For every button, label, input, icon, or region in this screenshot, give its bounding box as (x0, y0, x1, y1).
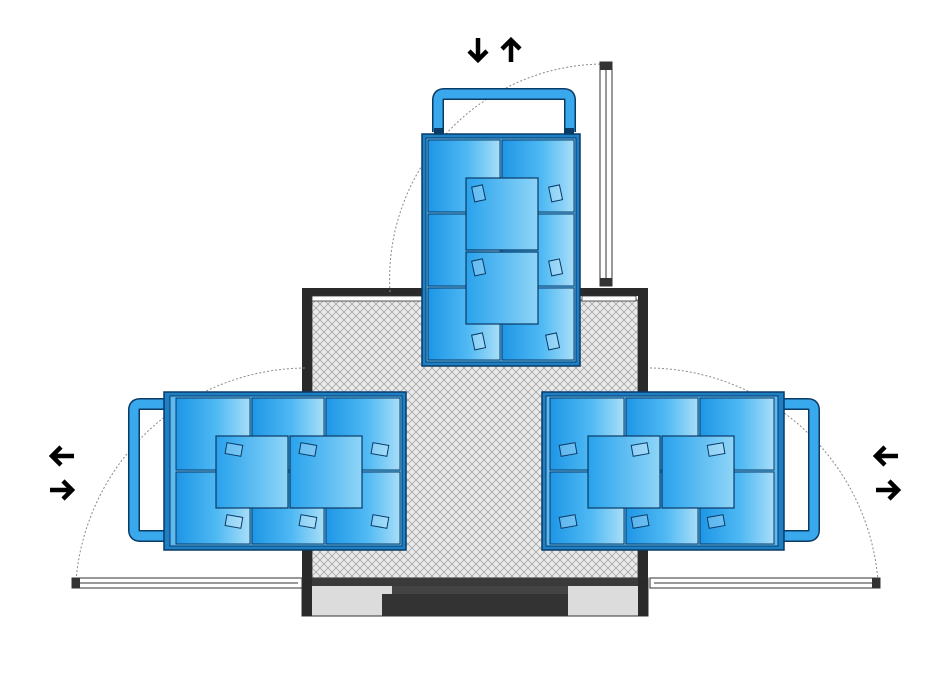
base-plinth (382, 594, 568, 616)
door-top (599, 61, 613, 287)
arrow-down-icon (467, 38, 489, 64)
door-right (649, 577, 881, 589)
door-swings (75, 63, 879, 581)
door-swing-top (389, 63, 607, 293)
arrows-left (48, 445, 76, 501)
door-swing-right (649, 367, 879, 581)
arrow-right-icon (876, 479, 902, 501)
door-swing-left (75, 367, 306, 581)
arrow-left-icon (48, 445, 74, 467)
arrow-left-icon (872, 445, 898, 467)
wall-top-left (302, 288, 426, 296)
arrows-top (467, 36, 522, 64)
cart-right (541, 391, 820, 551)
arrow-up-icon (500, 36, 522, 62)
arrow-right-icon (50, 479, 76, 501)
cart-left (128, 391, 407, 551)
door-left (71, 577, 303, 589)
base-step (392, 586, 568, 594)
cart-top (421, 88, 581, 367)
cart-top-handle (432, 88, 576, 132)
arrows-right (872, 445, 902, 501)
wall-top-right (580, 288, 648, 296)
